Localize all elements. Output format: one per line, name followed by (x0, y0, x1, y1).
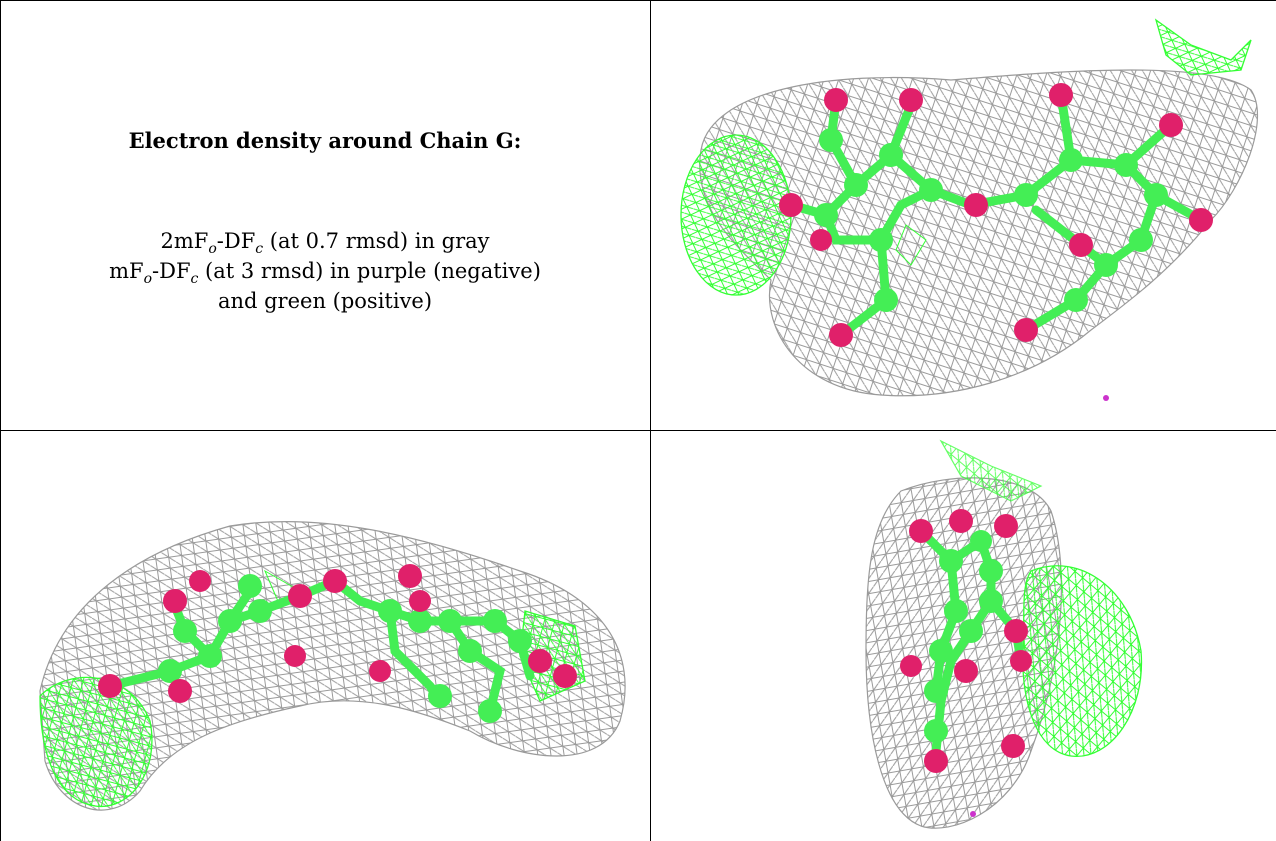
density-view-bottom-left (0, 431, 650, 841)
caption-cell: Electron density around Chain G: 2mFo-DF… (0, 0, 650, 430)
density-view-top-right (651, 0, 1276, 430)
caption-legend: 2mFo-DFc (at 0.7 rmsd) in gray mFo-DFc (… (0, 226, 650, 316)
molecule-render-2 (39, 520, 626, 811)
legend-line-fofc: mFo-DFc (at 3 rmsd) in purple (negative) (109, 259, 541, 288)
table-border-left (0, 0, 1, 841)
density-view-bottom-right (651, 431, 1276, 841)
table-divider-horizontal (0, 430, 1276, 431)
legend-line-positive: and green (positive) (217, 289, 433, 313)
table-divider-vertical (650, 0, 651, 841)
molecule-render-3 (865, 439, 1143, 829)
legend-line-2fofc: 2mFo-DFc (at 0.7 rmsd) in gray (160, 229, 490, 258)
molecule-render-1 (680, 18, 1259, 401)
table-border-top (0, 0, 1276, 1)
caption-title: Electron density around Chain G: (128, 128, 522, 153)
